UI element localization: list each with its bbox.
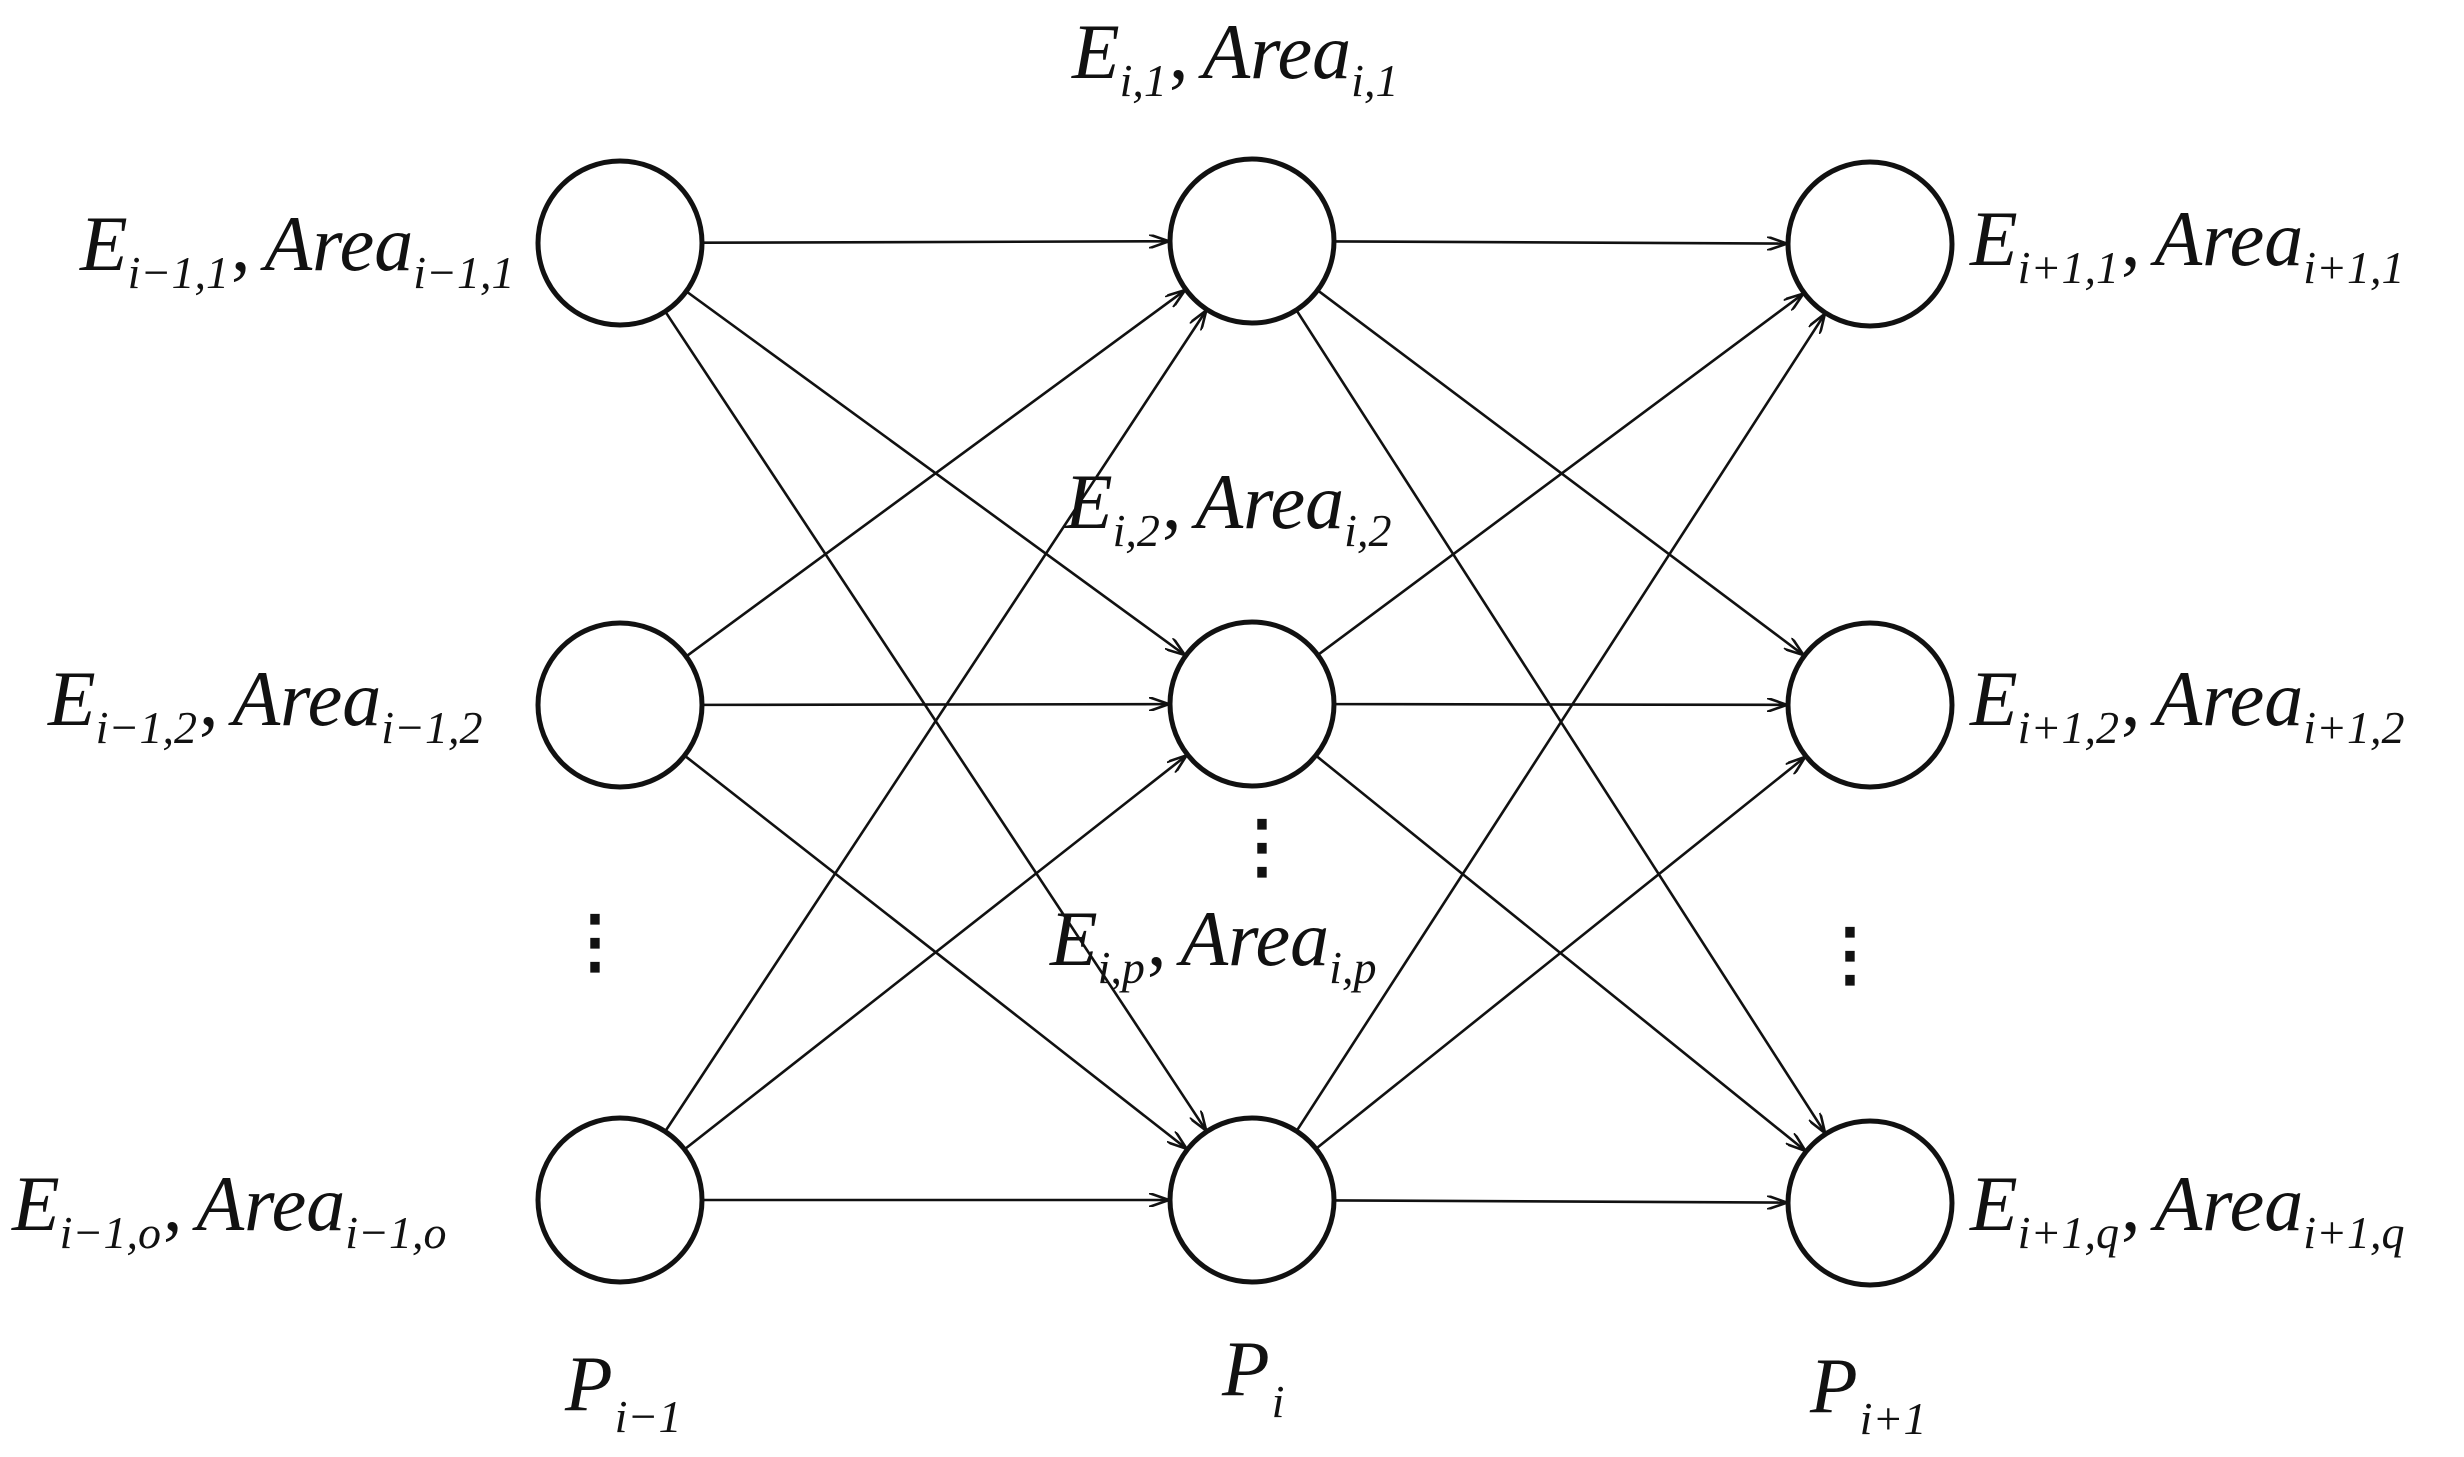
edge-c1-n2-to-n2 bbox=[1335, 1200, 1786, 1202]
area-symbol: Area bbox=[2149, 1160, 2303, 1247]
node-label-col1-row0: Ei,1,Areai,1 bbox=[1071, 8, 1398, 106]
column-label-0: Pi−1 bbox=[564, 1340, 681, 1442]
node-label-col1-row1: Ei,2,Areai,2 bbox=[1064, 458, 1391, 556]
area-subscript: i,p bbox=[1329, 942, 1376, 993]
area-subscript: i−1,1 bbox=[413, 247, 514, 298]
node-col2-row2 bbox=[1785, 1118, 1955, 1288]
column-subscript: i−1 bbox=[615, 1391, 682, 1442]
edge-c1-n0-to-n0 bbox=[1335, 241, 1786, 243]
area-symbol: Area bbox=[2149, 655, 2303, 742]
label-separator: , bbox=[1162, 458, 1182, 545]
edge-c0-n2-to-n1 bbox=[685, 756, 1186, 1150]
energy-subscript: i−1,2 bbox=[96, 702, 197, 753]
edge-c1-n1-to-n1 bbox=[1335, 704, 1786, 705]
energy-symbol: E bbox=[11, 1160, 60, 1247]
nodes-layer bbox=[535, 156, 1955, 1288]
labels-layer: Ei−1,1,Areai−1,1Ei−1,2,Areai−1,2Ei−1,o,A… bbox=[11, 8, 2405, 1444]
node-col1-row0 bbox=[1167, 156, 1337, 326]
area-subscript: i,1 bbox=[1351, 55, 1398, 106]
energy-subscript: i−1,o bbox=[60, 1207, 161, 1258]
node-label-col0-row1: Ei−1,2,Areai−1,2 bbox=[47, 655, 483, 753]
column-symbol: P bbox=[1221, 1325, 1270, 1412]
node-label-col0-row0: Ei−1,1,Areai−1,1 bbox=[79, 200, 515, 298]
column-symbol: P bbox=[1809, 1342, 1858, 1429]
column-label-2: Pi+1 bbox=[1809, 1342, 1926, 1444]
energy-symbol: E bbox=[1969, 655, 2018, 742]
energy-symbol: E bbox=[1969, 1160, 2018, 1247]
energy-symbol: E bbox=[1969, 195, 2018, 282]
energy-symbol: E bbox=[47, 655, 96, 742]
area-symbol: Area bbox=[191, 1160, 345, 1247]
vertical-ellipsis-2: ⋮ bbox=[1815, 917, 1885, 994]
node-col0-row1 bbox=[535, 620, 705, 790]
area-symbol: Area bbox=[1175, 895, 1329, 982]
node-col2-row1 bbox=[1785, 620, 1955, 790]
energy-subscript: i+1,q bbox=[2018, 1207, 2119, 1258]
edge-c0-n1-to-n1 bbox=[703, 704, 1168, 705]
node-col0-row2 bbox=[535, 1115, 705, 1285]
energy-subscript: i,1 bbox=[1120, 55, 1167, 106]
energy-symbol: E bbox=[1071, 8, 1120, 95]
area-subscript: i−1,o bbox=[345, 1207, 446, 1258]
column-subscript: i+1 bbox=[1860, 1393, 1927, 1444]
energy-symbol: E bbox=[1064, 458, 1113, 545]
node-col1-row1 bbox=[1167, 619, 1337, 789]
edge-c0-n2-to-n0 bbox=[665, 311, 1206, 1131]
edge-c0-n1-to-n0 bbox=[686, 291, 1185, 657]
node-label-col0-row2: Ei−1,o,Areai−1,o bbox=[11, 1160, 447, 1258]
vertical-ellipsis-1: ⋮ bbox=[1227, 809, 1297, 886]
node-col0-row0 bbox=[535, 158, 705, 328]
node-col1-row2 bbox=[1167, 1115, 1337, 1285]
node-label-col2-row1: Ei+1,2,Areai+1,2 bbox=[1969, 655, 2405, 753]
area-subscript: i−1,2 bbox=[381, 702, 482, 753]
edge-c0-n0-to-n0 bbox=[703, 241, 1168, 242]
area-subscript: i,2 bbox=[1344, 505, 1391, 556]
edges-layer bbox=[665, 241, 1825, 1202]
node-label-col2-row2: Ei+1,q,Areai+1,q bbox=[1969, 1160, 2405, 1258]
energy-subscript: i+1,1 bbox=[2018, 242, 2119, 293]
area-subscript: i+1,q bbox=[2303, 1207, 2404, 1258]
column-symbol: P bbox=[564, 1340, 613, 1427]
area-subscript: i+1,2 bbox=[2303, 702, 2404, 753]
energy-subscript: i,p bbox=[1098, 942, 1145, 993]
column-label-1: Pi bbox=[1221, 1325, 1284, 1427]
label-separator: , bbox=[1169, 8, 1189, 95]
label-separator: , bbox=[163, 1160, 183, 1247]
edge-c1-n2-to-n1 bbox=[1316, 758, 1805, 1149]
energy-symbol: E bbox=[1049, 895, 1098, 982]
energy-subscript: i+1,2 bbox=[2018, 702, 2119, 753]
edge-c1-n2-to-n0 bbox=[1296, 315, 1825, 1131]
area-symbol: Area bbox=[1190, 458, 1344, 545]
label-separator: , bbox=[199, 655, 219, 742]
vertical-ellipsis-0: ⋮ bbox=[560, 904, 630, 981]
edge-c1-n1-to-n0 bbox=[1318, 294, 1802, 655]
area-symbol: Area bbox=[227, 655, 381, 742]
area-symbol: Area bbox=[2149, 195, 2303, 282]
label-separator: , bbox=[2121, 655, 2141, 742]
label-separator: , bbox=[231, 200, 251, 287]
node-col2-row0 bbox=[1785, 159, 1955, 329]
node-label-col2-row0: Ei+1,1,Areai+1,1 bbox=[1969, 195, 2405, 293]
label-separator: , bbox=[2121, 195, 2141, 282]
column-subscript: i bbox=[1272, 1376, 1285, 1427]
area-subscript: i+1,1 bbox=[2303, 242, 2404, 293]
area-symbol: Area bbox=[259, 200, 413, 287]
energy-subscript: i,2 bbox=[1113, 505, 1160, 556]
energy-subscript: i−1,1 bbox=[128, 247, 229, 298]
label-separator: , bbox=[2121, 1160, 2141, 1247]
area-symbol: Area bbox=[1197, 8, 1351, 95]
energy-symbol: E bbox=[79, 200, 128, 287]
label-separator: , bbox=[1147, 895, 1167, 982]
node-label-col1-row2: Ei,p,Areai,p bbox=[1049, 895, 1376, 993]
